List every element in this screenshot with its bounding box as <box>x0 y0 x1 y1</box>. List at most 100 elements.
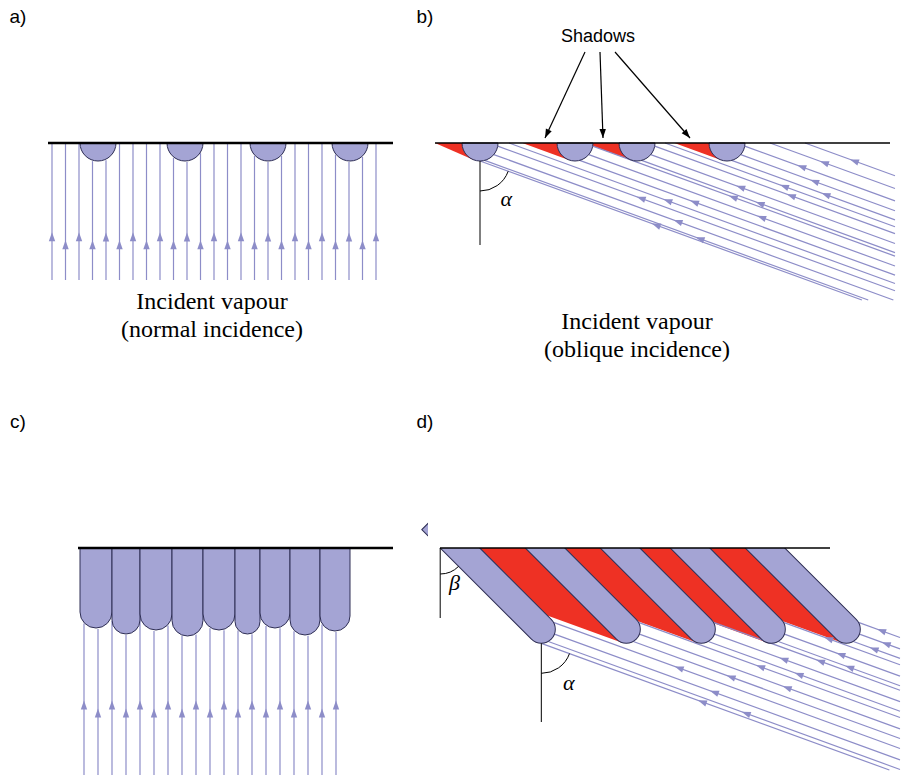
arrow-head <box>816 660 826 666</box>
nucleus-bump <box>709 143 745 161</box>
arrow-head <box>305 240 311 249</box>
substrate-line <box>48 142 393 145</box>
arrow-head <box>710 691 720 697</box>
vapour-ray <box>111 621 112 775</box>
vapour-ray <box>655 146 895 233</box>
film-column <box>112 548 140 634</box>
arrow-head <box>850 159 860 165</box>
nucleus-bump <box>250 143 286 161</box>
arrow-head <box>109 700 115 709</box>
nucleus-bump <box>462 143 498 161</box>
arrow-head <box>599 129 605 138</box>
arrow-head <box>675 666 685 672</box>
arrow-head <box>373 232 379 241</box>
arrow-head <box>824 637 834 643</box>
arrow-head <box>346 232 352 241</box>
arrow-head <box>545 128 552 138</box>
panel-caption: Incident vapour (oblique incidence) <box>525 308 750 363</box>
arrow-head <box>143 240 149 249</box>
vapour-ray <box>240 144 241 280</box>
vapour-ray <box>362 157 363 280</box>
substrate-line <box>78 547 393 550</box>
vapour-ray <box>83 624 84 775</box>
arrow-head <box>179 708 185 717</box>
film-column <box>235 548 260 634</box>
arrow-head <box>682 129 690 138</box>
arrow-head <box>779 658 789 664</box>
arrow-head <box>238 232 244 241</box>
arrow-head <box>332 240 338 249</box>
vapour-ray <box>267 162 268 280</box>
film-column <box>140 548 172 630</box>
arrow-head <box>783 686 793 692</box>
leader-line <box>615 52 690 138</box>
arrow-head <box>821 193 831 199</box>
arrow-head <box>652 224 662 230</box>
vapour-ray <box>173 158 174 280</box>
vapour-ray <box>805 143 895 176</box>
arrow-head <box>184 232 190 241</box>
arrow-head <box>305 701 311 710</box>
arrow-head <box>193 701 199 710</box>
panel-b <box>435 52 895 300</box>
film-column <box>80 548 112 628</box>
substrate-line <box>435 142 890 144</box>
arrow-head <box>291 708 297 717</box>
vapour-ray <box>375 144 376 280</box>
vapour-ray <box>78 144 79 280</box>
vapour-ray <box>146 144 147 280</box>
arrow-head <box>221 701 227 710</box>
panel-c <box>78 548 393 775</box>
vapour-ray <box>580 160 895 275</box>
arrow-head <box>319 232 325 241</box>
vapour-ray <box>348 162 349 280</box>
arrow-head <box>698 700 708 706</box>
vapour-ray <box>651 155 895 244</box>
vapour-ray <box>200 153 201 280</box>
vapour-ray <box>853 641 900 658</box>
arrow-head <box>757 216 767 222</box>
vapour-ray <box>321 624 322 775</box>
angle-symbol: α <box>501 186 513 211</box>
arrow-head <box>263 708 269 717</box>
vapour-ray <box>335 155 336 280</box>
panel-a <box>48 143 393 280</box>
vapour-ray <box>159 144 160 280</box>
leader-line <box>545 52 585 138</box>
arrow-head <box>265 232 271 241</box>
arrow-head <box>137 700 143 709</box>
film-column <box>290 548 320 635</box>
arrow-head <box>756 202 766 208</box>
vapour-ray <box>209 628 210 775</box>
arrow-head <box>877 629 887 635</box>
normal-line <box>541 643 542 722</box>
vapour-ray <box>480 161 862 300</box>
nucleus-bump <box>557 143 593 161</box>
arrow-head <box>836 653 846 659</box>
vapour-ray <box>485 160 869 300</box>
substrate-line <box>440 547 830 549</box>
arrow-head <box>76 232 82 241</box>
arrow-head <box>663 199 673 205</box>
arrow-head <box>795 673 805 679</box>
vapour-ray <box>281 156 282 280</box>
leader-line <box>600 52 603 138</box>
vapour-ray <box>509 143 895 283</box>
arrow-head <box>251 240 257 249</box>
panel-letter: c) <box>10 411 26 433</box>
vapour-ray <box>713 622 900 690</box>
vapour-ray <box>254 156 255 280</box>
arrow-head <box>787 194 797 200</box>
arrow-head <box>319 708 325 717</box>
arrow-head <box>89 240 95 249</box>
nucleus-bump <box>80 143 116 161</box>
arrow-head <box>62 240 68 249</box>
film-column <box>172 548 203 636</box>
arrow-head <box>211 232 217 241</box>
vapour-ray <box>139 615 140 775</box>
vapour-ray <box>293 631 294 775</box>
arrow-head <box>780 185 790 191</box>
arrow-head <box>165 700 171 709</box>
